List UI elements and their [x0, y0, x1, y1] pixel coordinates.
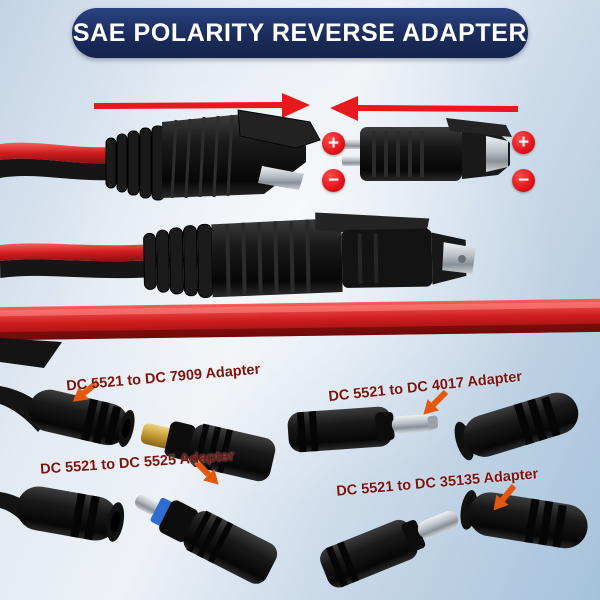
- pointer-arrow-4017-icon: [423, 389, 449, 415]
- title-banner: SAE POLARITY REVERSE ADAPTER: [72, 8, 528, 58]
- minus-icon: −: [517, 170, 530, 191]
- adapter-set-5525: [0, 486, 278, 584]
- arrow-left-icon: [330, 96, 519, 121]
- polarity-minus-left-badge: −: [322, 169, 345, 192]
- pointer-arrow-5525-icon: [193, 459, 219, 485]
- polarity-plus-right-badge: +: [512, 131, 535, 154]
- polarity-plus-left-badge: +: [322, 132, 345, 155]
- pointer-arrow-35135-icon: [493, 484, 517, 511]
- pointer-arrow-7909-icon: [72, 379, 100, 402]
- arrow-right-icon: [93, 93, 310, 118]
- plus-icon: +: [517, 132, 530, 153]
- sae-connector-left: [0, 109, 321, 201]
- adapter-set-35135: [320, 490, 588, 588]
- adapter-set-7909: [0, 386, 276, 482]
- sae-assembled-connector: [0, 212, 476, 298]
- plus-icon: +: [327, 133, 340, 154]
- black-cable-stub: [0, 338, 62, 368]
- sae-coupler-adapter: [342, 118, 512, 181]
- minus-icon: −: [327, 170, 340, 191]
- adapter-set-4017: [287, 392, 579, 461]
- red-cable: [0, 298, 600, 341]
- page-title: SAE POLARITY REVERSE ADAPTER: [72, 18, 528, 47]
- polarity-minus-right-badge: −: [512, 169, 535, 192]
